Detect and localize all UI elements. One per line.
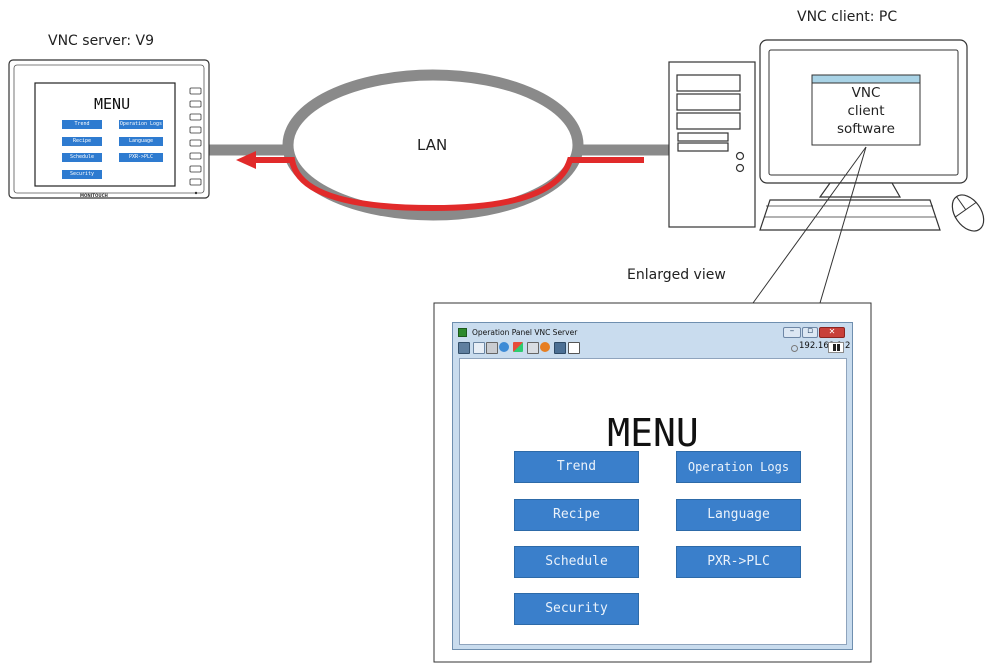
stop-icon[interactable]	[540, 342, 550, 352]
display-icon[interactable]	[458, 342, 470, 354]
minimize-icon: –	[789, 326, 795, 336]
toolbar	[458, 341, 847, 355]
hmi-button-operation-logs[interactable]: Operation Logs	[119, 120, 163, 129]
hmi-button-recipe[interactable]: Recipe	[62, 137, 102, 146]
enlarged-view-label: Enlarged view	[627, 267, 726, 283]
maximize-button[interactable]: ▫	[802, 326, 818, 338]
close-icon: ✕	[828, 327, 836, 336]
client-software-line1: VNC	[851, 85, 881, 101]
menu-button-recipe[interactable]: Recipe	[514, 499, 639, 531]
refresh-icon[interactable]	[499, 342, 509, 352]
menu-button-security[interactable]: Security	[514, 593, 639, 625]
hmi-button-security[interactable]: Security	[62, 170, 102, 179]
hmi-button-trend[interactable]: Trend	[62, 120, 102, 129]
client-software-line2: client	[847, 103, 885, 119]
hmi-brand-logo: MONITOUCH	[80, 193, 108, 198]
remote-screen[interactable]: MENU Trend Operation Logs Recipe Languag…	[459, 358, 847, 645]
app-icon	[458, 328, 467, 337]
ctrl-alt-del-icon[interactable]	[513, 342, 523, 352]
callout-line-left	[752, 146, 867, 304]
connection-status-icon	[791, 345, 798, 352]
hmi-menu-title: MENU	[94, 95, 131, 113]
menu-title: MENU	[607, 411, 699, 455]
hmi-button-pxr-plc[interactable]: PXR->PLC	[119, 153, 163, 162]
pc-tower	[668, 61, 756, 228]
ip-address: 192.168.1.2	[799, 341, 851, 351]
lan-label: LAN	[417, 136, 448, 154]
window-title: Operation Panel VNC Server	[472, 328, 578, 337]
hmi-screen	[34, 82, 176, 187]
data-flow-arrowhead	[236, 151, 256, 169]
pause-button[interactable]	[828, 342, 844, 353]
options-icon[interactable]	[486, 342, 498, 354]
hmi-button-schedule[interactable]: Schedule	[62, 153, 102, 162]
vnc-client-label: VNC client: PC	[797, 9, 898, 25]
hmi-panel	[8, 59, 210, 199]
menu-button-trend[interactable]: Trend	[514, 451, 639, 483]
connect-icon[interactable]	[473, 342, 485, 354]
keyboard-icon[interactable]	[527, 342, 539, 354]
menu-button-operation-logs[interactable]: Operation Logs	[676, 451, 801, 483]
data-flow-path	[250, 157, 644, 212]
lan-ring	[282, 69, 584, 221]
minimize-button[interactable]: –	[783, 326, 801, 338]
callout-line-right	[819, 146, 867, 304]
maximize-icon: ▫	[806, 326, 814, 336]
close-button[interactable]: ✕	[819, 327, 845, 338]
hmi-button-language[interactable]: Language	[119, 137, 163, 146]
menu-button-pxr-plc[interactable]: PXR->PLC	[676, 546, 801, 578]
mouse-icon	[951, 194, 985, 232]
vnc-viewer-window: Operation Panel VNC Server – ▫ ✕ 192.168…	[452, 322, 853, 650]
fullscreen-icon[interactable]	[568, 342, 580, 354]
transfer-icon[interactable]	[554, 342, 566, 354]
client-software-window	[811, 74, 921, 146]
menu-button-schedule[interactable]: Schedule	[514, 546, 639, 578]
menu-button-language[interactable]: Language	[676, 499, 801, 531]
vnc-server-label: VNC server: V9	[48, 33, 154, 49]
client-software-line3: software	[837, 121, 895, 137]
